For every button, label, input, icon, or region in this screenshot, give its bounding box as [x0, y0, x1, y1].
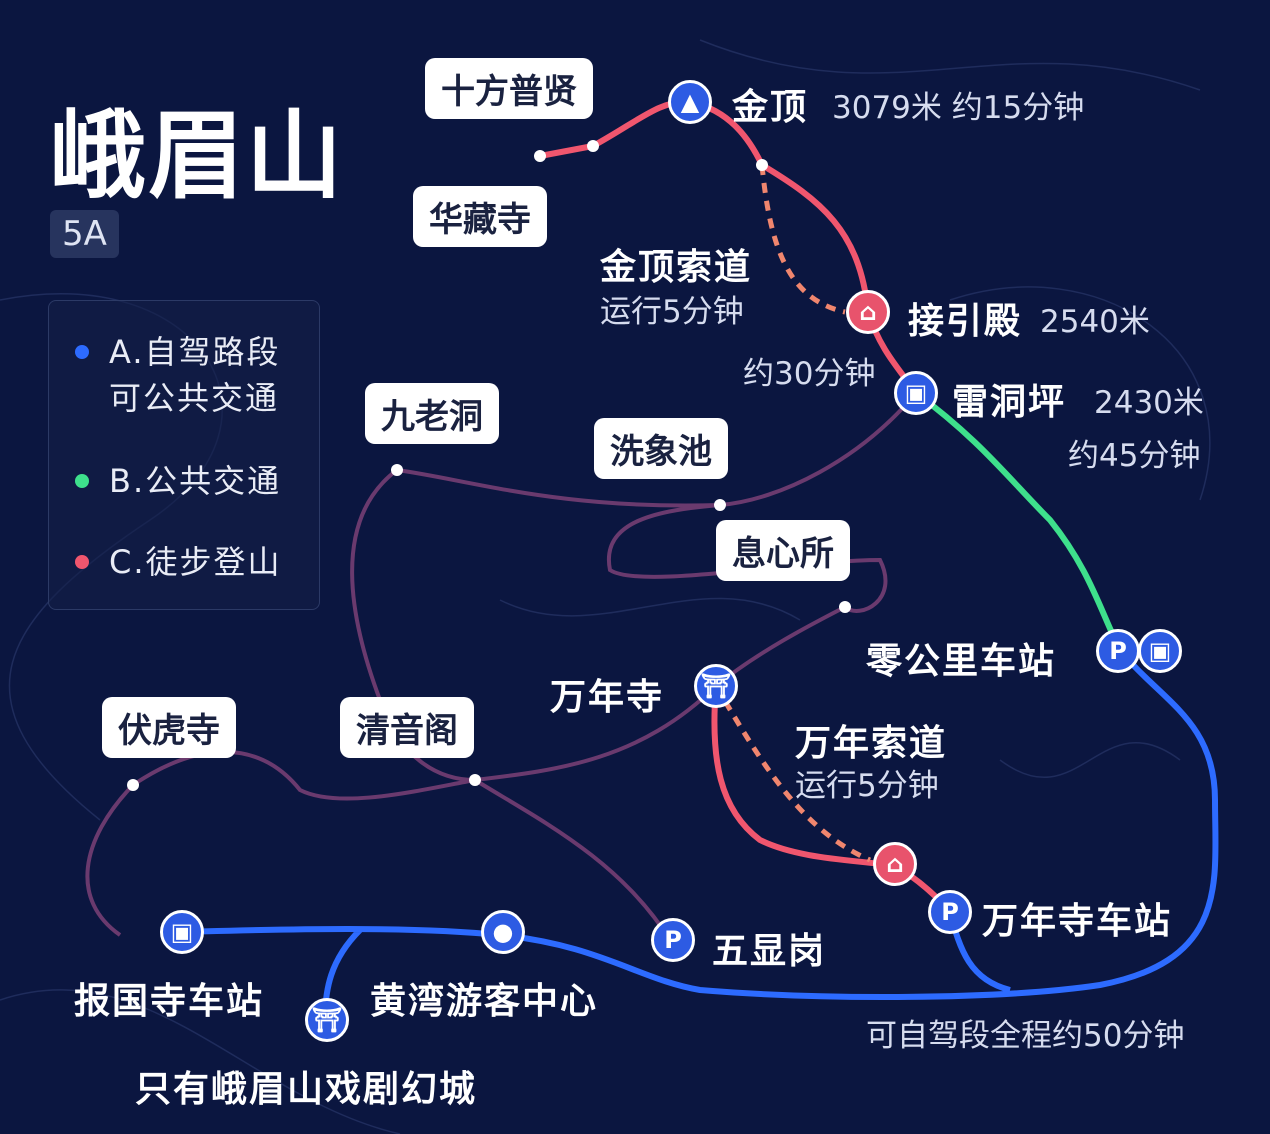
bus-icon[interactable]: ▣	[160, 910, 204, 954]
label-leidong: 雷洞坪	[952, 382, 1067, 423]
visitor-center-icon[interactable]: ●	[481, 910, 525, 954]
theater-icon[interactable]: ⛩	[305, 998, 349, 1042]
leidong-altitude: 2430米	[1094, 385, 1204, 421]
temple-icon[interactable]: ⛩	[694, 664, 738, 708]
jinding-info: 3079米 约15分钟	[832, 90, 1085, 126]
jieyin-altitude: 2540米	[1040, 304, 1150, 340]
label-zero-km-station: 零公里车站	[866, 641, 1057, 682]
red-dot-icon	[75, 555, 89, 569]
legend-item-drive: A.自驾路段可公共交通	[75, 329, 281, 421]
callout-qingyin[interactable]: 清音阁	[340, 697, 474, 758]
bus-route	[914, 390, 1123, 652]
hike-route-wannian	[711, 685, 953, 914]
green-dot-icon	[75, 474, 89, 488]
callout-xixin[interactable]: 息心所	[716, 520, 850, 581]
callout-shifang[interactable]: 十方普贤	[425, 58, 593, 119]
callout-jiulao[interactable]: 九老洞	[365, 383, 499, 444]
mountain-icon[interactable]: ▲	[668, 80, 712, 124]
callout-fuhu[interactable]: 伏虎寺	[102, 697, 236, 758]
drive-time-note: 可自驾段全程约50分钟	[866, 1018, 1185, 1054]
label-jinding: 金顶	[732, 87, 809, 128]
jinding-cableway	[759, 164, 846, 315]
blue-dot-icon	[75, 345, 89, 359]
label-wuxian: 五显岗	[712, 931, 827, 972]
time-45min: 约45分钟	[1068, 438, 1201, 474]
page-title: 峨眉山	[50, 100, 344, 212]
label-huangwan: 黄湾游客中心	[370, 981, 599, 1022]
callout-huazang[interactable]: 华藏寺	[413, 186, 547, 247]
cable-car-icon[interactable]: ⌂	[873, 842, 917, 886]
cable-car-icon[interactable]: ⌂	[846, 290, 890, 334]
drive-route	[179, 648, 1219, 1021]
legend-item-hike: C.徒步登山	[75, 539, 282, 585]
time-30min: 约30分钟	[743, 356, 876, 392]
label-jinding-cableway: 金顶索道	[600, 247, 753, 288]
waypoints	[127, 140, 851, 791]
parking-icon[interactable]: P	[928, 890, 972, 934]
label-wannian-station: 万年寺车站	[982, 901, 1173, 942]
label-jieyin: 接引殿	[908, 301, 1023, 342]
parking-icon[interactable]: P	[1096, 629, 1140, 673]
parking-icon[interactable]: P	[651, 918, 695, 962]
bus-icon[interactable]: ▣	[1138, 629, 1182, 673]
legend-item-bus: B.公共交通	[75, 458, 281, 504]
label-baoguo-station: 报国寺车站	[74, 981, 265, 1022]
label-theater: 只有峨眉山戏剧幻城	[135, 1069, 478, 1110]
label-wannian-cableway: 万年索道	[795, 723, 948, 764]
legend: A.自驾路段可公共交通 B.公共交通 C.徒步登山	[48, 300, 320, 610]
bus-icon[interactable]: ▣	[894, 371, 938, 415]
wannian-cableway-time: 运行5分钟	[795, 768, 939, 804]
rating-badge: 5A	[50, 210, 119, 258]
label-wannian: 万年寺	[550, 677, 665, 718]
callout-xixiang[interactable]: 洗象池	[594, 418, 728, 479]
jinding-cableway-time: 运行5分钟	[600, 294, 744, 330]
